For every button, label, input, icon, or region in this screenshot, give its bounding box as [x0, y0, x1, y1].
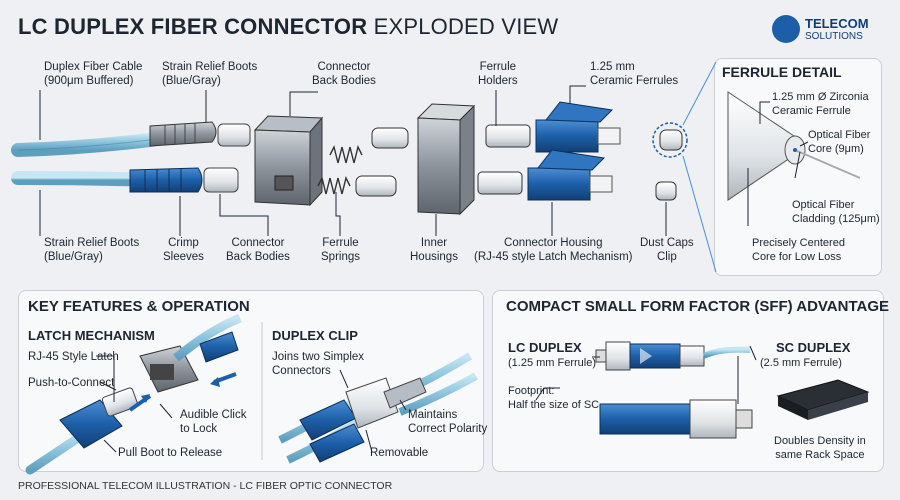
sc-duplex-title: SC DUPLEX [776, 340, 851, 355]
rack-panel-illustration [776, 379, 870, 420]
label-connector-housing: Connector Housing(RJ-45 style Latch Mech… [474, 237, 633, 263]
label-strain-bottom: Strain Relief Boots(Blue/Gray) [44, 237, 140, 263]
ferrule-springs [317, 144, 363, 195]
sff-lc-connector [595, 341, 751, 371]
label-removable: Removable [370, 447, 429, 459]
sff-title: COMPACT SMALL FORM FACTOR (SFF) ADVANTAG… [506, 298, 890, 315]
sc-duplex-sub: (2.5 mm Ferrule) [760, 357, 842, 369]
lc-duplex-sub: (1.25 mm Ferrule) [508, 357, 597, 369]
features-title: KEY FEATURES & OPERATION [28, 298, 250, 315]
crimp-sleeve-top [217, 123, 251, 147]
footer-caption: PROFESSIONAL TELECOM ILLUSTRATION - LC F… [18, 480, 393, 492]
lc-duplex-title: LC DUPLEX [508, 340, 582, 355]
lc-connector-housing-top [535, 101, 621, 153]
latch-title: LATCH MECHANISM [28, 328, 155, 343]
label-push-to-connect: Push-to-Connect [28, 377, 115, 389]
small-holder-bottom [355, 175, 397, 197]
strain-relief-boot-gray [149, 121, 217, 147]
logo-line2: SOLUTIONS [805, 31, 863, 42]
label-pull-boot: Pull Boot to Release [118, 447, 223, 459]
page-title: LC DUPLEX FIBER CONNECTOR EXPLODED VIEW [18, 14, 559, 39]
label-strain-top: Strain Relief Boots(Blue/Gray) [162, 61, 258, 87]
duplex-clip-illustration [278, 352, 478, 464]
crimp-sleeve-bottom [203, 167, 239, 193]
label-footprint: Footprint:Half the size of SC [508, 385, 600, 411]
latch-illustration [25, 313, 242, 475]
ferrule-detail-illustration [727, 91, 861, 201]
label-rj45-latch: RJ-45 Style Latch [28, 351, 119, 363]
connector-back-bodies [253, 115, 324, 207]
duplex-clip-title: DUPLEX CLIP [272, 328, 358, 343]
dust-caps [652, 122, 688, 201]
logo-line1: TELECOM [805, 16, 869, 31]
label-fiber-cable: Duplex Fiber Cable(900μm Buffered) [44, 61, 143, 87]
inner-housings [416, 103, 476, 216]
telecom-globe-icon [772, 15, 800, 43]
ferrule-detail-title: FERRULE DETAIL [722, 64, 842, 80]
sff-sc-connector [510, 399, 753, 439]
sff-panel [492, 290, 884, 472]
small-holder-top [371, 127, 409, 149]
ferrule-holders [477, 124, 531, 195]
lc-connector-housing-bottom [527, 149, 613, 201]
brand-logo: TELECOM SOLUTIONS [772, 12, 882, 46]
strain-relief-boot-blue [129, 167, 203, 193]
